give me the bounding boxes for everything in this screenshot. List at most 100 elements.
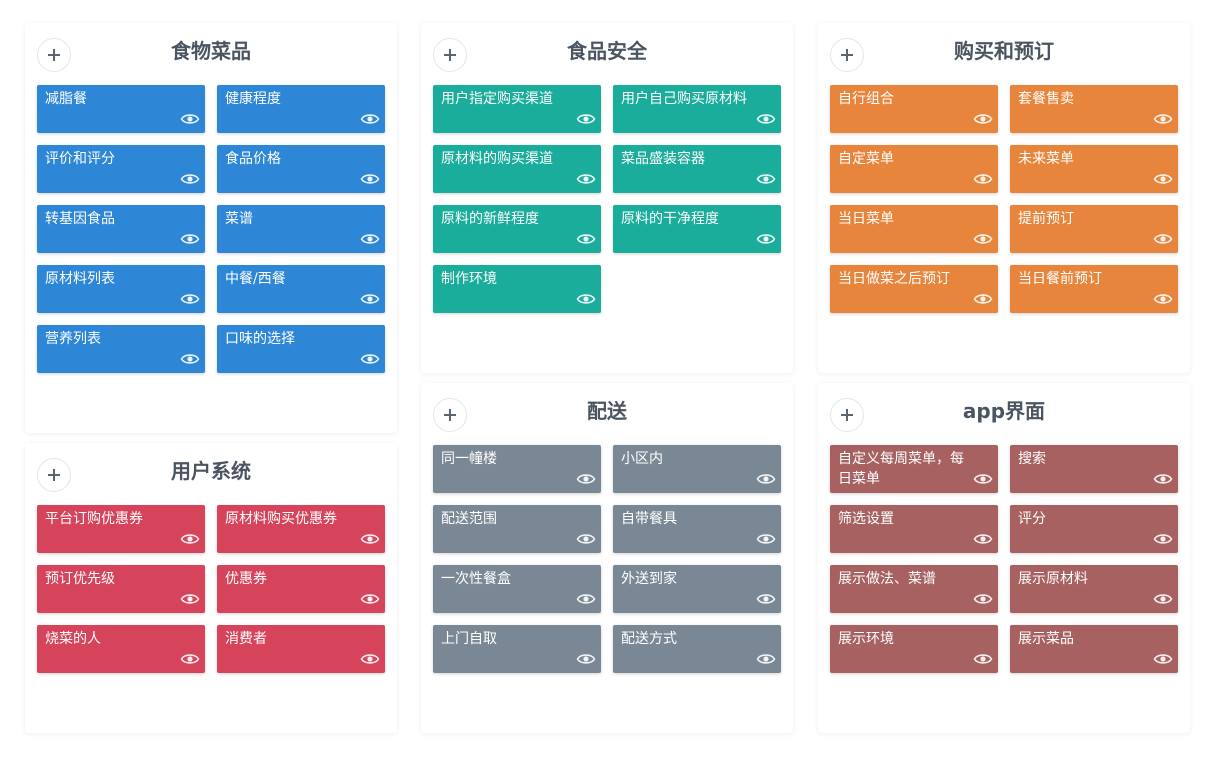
eye-icon[interactable] [180, 529, 200, 549]
topic-card[interactable]: 自定义每周菜单，每日菜单 [830, 445, 998, 493]
eye-icon[interactable] [756, 649, 776, 669]
topic-card[interactable]: 展示做法、菜谱 [830, 565, 998, 613]
topic-card[interactable]: 制作环境 [433, 265, 601, 313]
eye-icon[interactable] [756, 229, 776, 249]
eye-icon[interactable] [756, 529, 776, 549]
topic-card[interactable]: 减脂餐 [37, 85, 205, 133]
eye-icon[interactable] [1153, 289, 1173, 309]
eye-icon[interactable] [1153, 649, 1173, 669]
topic-card[interactable]: 同一幢楼 [433, 445, 601, 493]
topic-card[interactable]: 当日做菜之后预订 [830, 265, 998, 313]
topic-card[interactable]: 展示原材料 [1010, 565, 1178, 613]
eye-icon[interactable] [576, 649, 596, 669]
eye-icon[interactable] [576, 169, 596, 189]
eye-icon[interactable] [360, 649, 380, 669]
topic-card[interactable]: 当日餐前预订 [1010, 265, 1178, 313]
topic-card[interactable]: 评分 [1010, 505, 1178, 553]
topic-card[interactable]: 一次性餐盒 [433, 565, 601, 613]
topic-card[interactable]: 提前预订 [1010, 205, 1178, 253]
eye-icon[interactable] [180, 289, 200, 309]
eye-icon[interactable] [180, 169, 200, 189]
eye-icon[interactable] [360, 349, 380, 369]
topic-card[interactable]: 原料的新鲜程度 [433, 205, 601, 253]
topic-card[interactable]: 口味的选择 [217, 325, 385, 373]
topic-card[interactable]: 消费者 [217, 625, 385, 673]
eye-icon[interactable] [756, 589, 776, 609]
eye-icon[interactable] [360, 589, 380, 609]
eye-icon[interactable] [973, 529, 993, 549]
eye-icon[interactable] [1153, 169, 1173, 189]
topic-card[interactable]: 配送范围 [433, 505, 601, 553]
add-button[interactable] [830, 398, 864, 432]
topic-card[interactable]: 用户自己购买原材料 [613, 85, 781, 133]
topic-card[interactable]: 展示环境 [830, 625, 998, 673]
eye-icon[interactable] [973, 589, 993, 609]
eye-icon[interactable] [1153, 589, 1173, 609]
topic-card[interactable]: 原材料购买优惠券 [217, 505, 385, 553]
eye-icon[interactable] [576, 289, 596, 309]
topic-card[interactable]: 自带餐具 [613, 505, 781, 553]
add-button[interactable] [433, 398, 467, 432]
eye-icon[interactable] [973, 469, 993, 489]
topic-card[interactable]: 上门自取 [433, 625, 601, 673]
topic-card[interactable]: 小区内 [613, 445, 781, 493]
topic-card[interactable]: 预订优先级 [37, 565, 205, 613]
eye-icon[interactable] [973, 229, 993, 249]
topic-card[interactable]: 未来菜单 [1010, 145, 1178, 193]
add-button[interactable] [37, 38, 71, 72]
eye-icon[interactable] [973, 289, 993, 309]
topic-card[interactable]: 菜谱 [217, 205, 385, 253]
eye-icon[interactable] [360, 229, 380, 249]
topic-card[interactable]: 原料的干净程度 [613, 205, 781, 253]
eye-icon[interactable] [1153, 229, 1173, 249]
eye-icon[interactable] [180, 229, 200, 249]
topic-card[interactable]: 当日菜单 [830, 205, 998, 253]
eye-icon[interactable] [576, 109, 596, 129]
topic-card[interactable]: 原材料的购买渠道 [433, 145, 601, 193]
topic-card[interactable]: 配送方式 [613, 625, 781, 673]
topic-card[interactable]: 转基因食品 [37, 205, 205, 253]
eye-icon[interactable] [756, 109, 776, 129]
topic-card[interactable]: 筛选设置 [830, 505, 998, 553]
eye-icon[interactable] [576, 589, 596, 609]
eye-icon[interactable] [180, 349, 200, 369]
eye-icon[interactable] [1153, 469, 1173, 489]
eye-icon[interactable] [973, 649, 993, 669]
eye-icon[interactable] [1153, 529, 1173, 549]
topic-card[interactable]: 优惠券 [217, 565, 385, 613]
add-button[interactable] [433, 38, 467, 72]
topic-card[interactable]: 平台订购优惠券 [37, 505, 205, 553]
eye-icon[interactable] [576, 529, 596, 549]
eye-icon[interactable] [180, 649, 200, 669]
eye-icon[interactable] [360, 169, 380, 189]
topic-card[interactable]: 评价和评分 [37, 145, 205, 193]
topic-card[interactable]: 食品价格 [217, 145, 385, 193]
topic-card[interactable]: 营养列表 [37, 325, 205, 373]
eye-icon[interactable] [576, 229, 596, 249]
eye-icon[interactable] [576, 469, 596, 489]
eye-icon[interactable] [756, 169, 776, 189]
add-button[interactable] [37, 458, 71, 492]
eye-icon[interactable] [756, 469, 776, 489]
topic-card[interactable]: 展示菜品 [1010, 625, 1178, 673]
topic-card[interactable]: 套餐售卖 [1010, 85, 1178, 133]
eye-icon[interactable] [180, 109, 200, 129]
topic-card[interactable]: 自行组合 [830, 85, 998, 133]
eye-icon[interactable] [973, 109, 993, 129]
topic-card[interactable]: 自定菜单 [830, 145, 998, 193]
eye-icon[interactable] [360, 529, 380, 549]
topic-card[interactable]: 原材料列表 [37, 265, 205, 313]
topic-card[interactable]: 外送到家 [613, 565, 781, 613]
add-button[interactable] [830, 38, 864, 72]
eye-icon[interactable] [360, 109, 380, 129]
eye-icon[interactable] [973, 169, 993, 189]
topic-card[interactable]: 健康程度 [217, 85, 385, 133]
topic-card[interactable]: 用户指定购买渠道 [433, 85, 601, 133]
eye-icon[interactable] [360, 289, 380, 309]
topic-card[interactable]: 菜品盛装容器 [613, 145, 781, 193]
topic-card[interactable]: 搜索 [1010, 445, 1178, 493]
eye-icon[interactable] [180, 589, 200, 609]
topic-card[interactable]: 中餐/西餐 [217, 265, 385, 313]
topic-card[interactable]: 烧菜的人 [37, 625, 205, 673]
eye-icon[interactable] [1153, 109, 1173, 129]
